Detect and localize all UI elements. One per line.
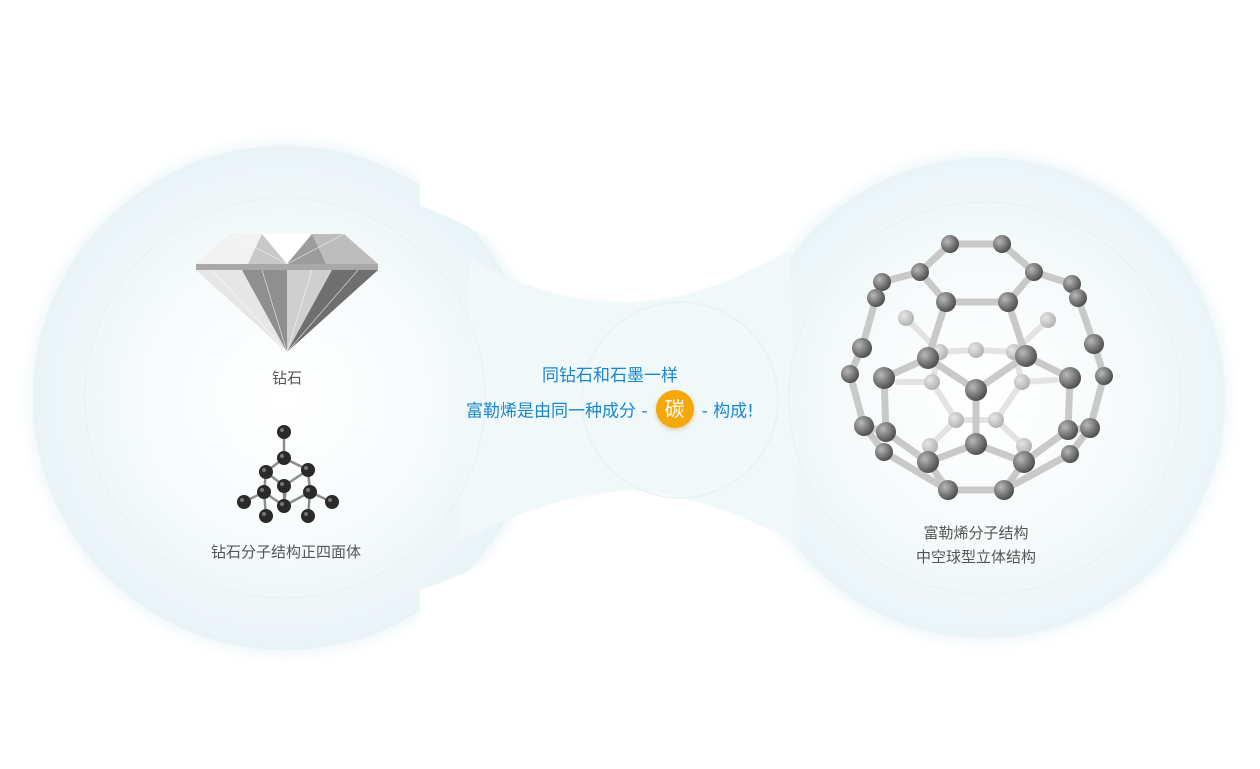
diamond-label: 钻石 <box>271 369 302 387</box>
center-line-2-after: - 构成! <box>701 401 754 422</box>
tetrahedral-molecule-image <box>237 425 339 523</box>
center-line-2-before: 富勒烯是由同一种成分 - <box>466 401 648 422</box>
carbon-badge: 碳 <box>655 390 694 428</box>
fullerene-label-line-1: 富勒烯分子结构 <box>923 524 1029 542</box>
center-line-2: 富勒烯是由同一种成分 - 碳 - 构成! <box>430 390 790 428</box>
c60-fullerene-image <box>841 235 1113 500</box>
fullerene-label-line-2: 中空球型立体结构 <box>915 548 1036 566</box>
diamond-image <box>196 233 378 353</box>
center-line-1: 同钻石和石墨一样 <box>542 366 678 386</box>
diamond-structure-label: 钻石分子结构正四面体 <box>210 543 361 561</box>
